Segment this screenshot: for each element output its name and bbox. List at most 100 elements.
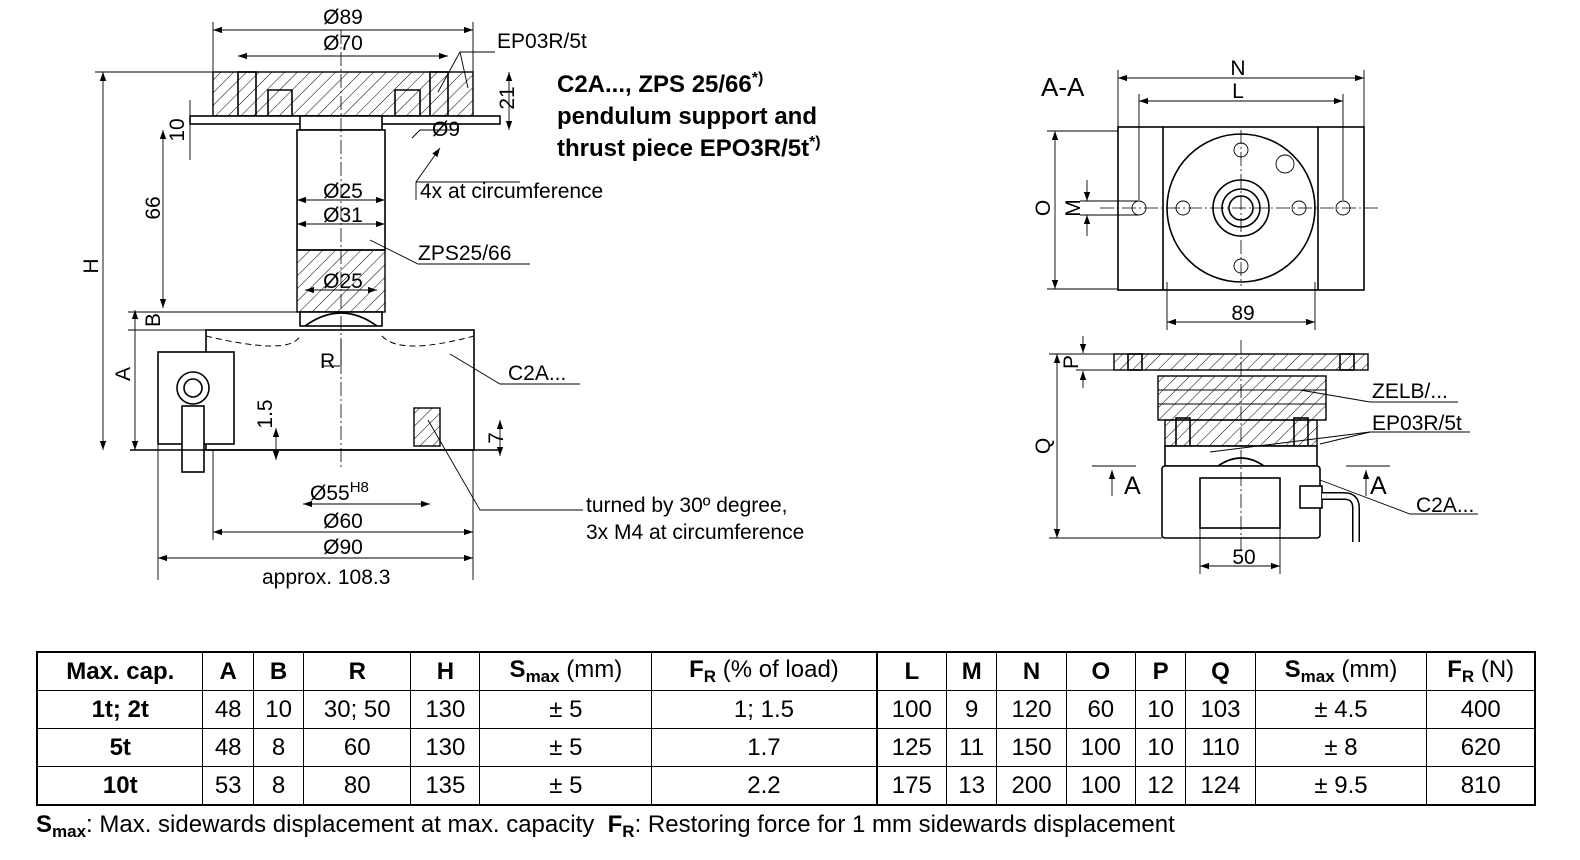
table-cell: 130 (410, 728, 481, 767)
table-cell: 60 (1065, 690, 1136, 729)
label-c2a-side: C2A... (508, 362, 566, 385)
table-cell: 110 (1185, 728, 1256, 767)
dim-50: 50 (1232, 546, 1255, 569)
table-cell: 175 (875, 766, 948, 806)
section-label-aa: A-A (1041, 72, 1085, 102)
top-view-section-aa: A-A N L O M 89 (1032, 57, 1380, 330)
table-cell: ± 5 (479, 766, 653, 806)
front-view: P Q ZELB/... EP03R/5t C2A... A A 50 (1032, 336, 1478, 574)
label-4x-circumference: 4x at circumference (420, 180, 603, 203)
col-fr-n: FR (N) (1426, 651, 1536, 691)
dim-89: 89 (1231, 302, 1254, 325)
drawing-title: C2A..., ZPS 25/66*) pendulum support and… (557, 70, 821, 162)
table-cell: 53 (202, 766, 254, 806)
dim-d60: Ø60 (323, 510, 363, 533)
table-cell: 9 (946, 690, 998, 729)
table-cell: 1; 1.5 (651, 690, 878, 729)
col-R: R (303, 651, 412, 691)
dim-P: P (1060, 355, 1083, 369)
side-dimensions (95, 22, 513, 580)
table-header-row: Max. cap. A B R H Smax (mm) FR (% of loa… (36, 651, 1536, 691)
dim-H: H (80, 258, 103, 273)
dim-d89: Ø89 (323, 6, 363, 29)
dim-d90: Ø90 (323, 536, 363, 559)
table-cell: 48 (202, 728, 254, 767)
table-cell: 400 (1426, 690, 1536, 729)
table-cell: 10 (1134, 728, 1187, 767)
table-cell: 80 (303, 766, 412, 806)
dimensions-table: Max. cap. A B R H Smax (mm) FR (% of loa… (36, 651, 1536, 806)
dim-d55: Ø55H8 (310, 479, 369, 505)
legend-fr-symbol: F (607, 811, 623, 838)
label-zps25-66: ZPS25/66 (418, 242, 511, 265)
dim-d31: Ø31 (323, 204, 363, 227)
dim-1-5: 1.5 (254, 399, 277, 428)
table-cell: 48 (202, 690, 254, 729)
table-legend: Smax: Max. sidewards displacement at max… (36, 811, 1175, 842)
table-cell: ± 9.5 (1254, 766, 1428, 806)
table-cell: ± 5 (479, 728, 653, 767)
load-cell-c2a (130, 329, 500, 473)
table-cell: 10 (1134, 690, 1187, 729)
table-cell: 8 (252, 728, 305, 767)
table-cell: 125 (875, 728, 948, 767)
table-cell: ± 8 (1254, 728, 1428, 767)
dim-N: N (1230, 57, 1245, 80)
table-cell: ± 5 (479, 690, 653, 729)
table-cell: 12 (1134, 766, 1187, 806)
col-fr-percent: FR (% of load) (651, 651, 878, 691)
table-cell: 100 (1065, 766, 1136, 806)
table-cell: 103 (1185, 690, 1256, 729)
legend-fr-sub: R (622, 822, 635, 841)
label-zelb: ZELB/... (1372, 380, 1448, 403)
col-O: O (1065, 651, 1136, 691)
dim-21: 21 (496, 86, 519, 109)
dim-d25-top: Ø25 (323, 180, 363, 203)
table-cell: 150 (996, 728, 1067, 767)
dim-7: 7 (485, 432, 508, 444)
col-max-cap: Max. cap. (36, 651, 204, 691)
table-cell: 620 (1426, 728, 1536, 767)
side-leaders (369, 51, 583, 511)
legend-smax-text: : Max. sidewards displacement at max. ca… (86, 811, 595, 838)
legend-smax-symbol: S (36, 811, 53, 838)
dim-B: B (142, 313, 165, 327)
legend-smax-sub: max (52, 822, 87, 841)
col-B: B (252, 651, 305, 691)
table-cell: 10 (252, 690, 305, 729)
dim-approx-108: approx. 108.3 (262, 566, 390, 589)
table-cell: 1.7 (651, 728, 878, 767)
table-cell-capacity: 5t (36, 728, 204, 767)
thrust-piece-ep03r (189, 71, 501, 131)
label-ep03r-top: EP03R/5t (497, 30, 587, 53)
section-marker-left: A (1124, 472, 1141, 500)
dim-O: O (1032, 200, 1055, 216)
col-L: L (875, 651, 948, 691)
table-cell: 13 (946, 766, 998, 806)
label-c2a-front: C2A... (1416, 494, 1474, 517)
dim-A: A (112, 367, 135, 381)
table-cell: 30; 50 (303, 690, 412, 729)
title-line1: C2A..., ZPS 25/66*) (557, 70, 763, 98)
col-M: M (946, 651, 998, 691)
dim-Q: Q (1032, 438, 1055, 454)
col-Q: Q (1185, 651, 1256, 691)
table-cell: 11 (946, 728, 998, 767)
col-smax-mm: Smax (mm) (479, 651, 653, 691)
dim-L: L (1232, 80, 1244, 103)
dim-R: R (320, 350, 335, 373)
table-cell-capacity: 10t (36, 766, 204, 806)
col-P: P (1134, 651, 1187, 691)
col-A: A (202, 651, 254, 691)
table-cell: 124 (1185, 766, 1256, 806)
section-marker-right: A (1370, 472, 1387, 500)
table-cell: 130 (410, 690, 481, 729)
side-view: Ø89 Ø70 EP03R/5t 21 10 Ø9 4x at circumfe… (80, 6, 804, 589)
table-cell: 120 (996, 690, 1067, 729)
label-turned-line1: turned by 30º degree, (586, 494, 787, 517)
table-cell-capacity: 1t; 2t (36, 690, 204, 729)
table-cell: 100 (875, 690, 948, 729)
table-cell: 135 (410, 766, 481, 806)
table-cell: 810 (1426, 766, 1536, 806)
dim-M: M (1062, 199, 1085, 217)
